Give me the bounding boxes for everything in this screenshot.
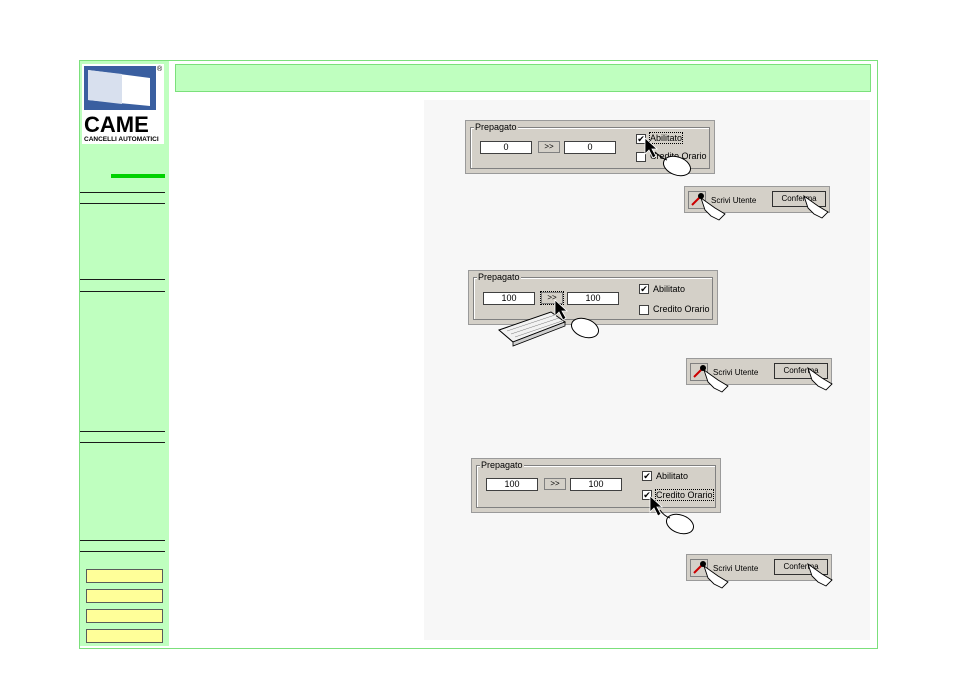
transfer-button[interactable]: >> [544, 478, 566, 490]
sidebar-divider [80, 551, 165, 552]
credito-orario-label: Credito Orario [653, 304, 710, 314]
sidebar-divider [80, 203, 165, 204]
came-logo: CAME CANCELLI AUTOMATICI ® [82, 64, 164, 144]
hand-cursor-icon [803, 194, 829, 219]
abilitato-label: Abilitato [653, 284, 686, 294]
prepagato-group [470, 127, 710, 169]
abilitato-checkbox[interactable]: ✔ [639, 284, 649, 294]
prepagato-group [473, 277, 713, 320]
abilitato-checkbox[interactable]: ✔ [642, 471, 652, 481]
pin-icon[interactable] [688, 191, 706, 209]
credit-display: 0 [564, 141, 616, 154]
sidebar-divider [80, 192, 165, 193]
abilitato-label: Abilitato [656, 471, 689, 481]
prepagato-panel-2: Prepagato 100 >> 100 ✔ Abilitato Credito… [468, 270, 718, 325]
prepagato-panel-1: Prepagato 0 >> 0 ✔ Abilitato Credito Ora… [465, 120, 715, 174]
sidebar-divider [80, 279, 165, 280]
write-user-label: Scrivi Utente [713, 564, 759, 573]
credit-display: 100 [570, 478, 622, 491]
credito-orario-label: Credito Orario [650, 151, 707, 161]
sidebar-accent-bar [111, 174, 165, 178]
sidebar-button[interactable] [86, 629, 163, 643]
hand-cursor-icon [700, 196, 726, 221]
hand-cursor-icon [703, 368, 729, 393]
hand-cursor-icon [807, 366, 833, 391]
brand-tagline: CANCELLI AUTOMATICI [84, 136, 159, 143]
credito-orario-checkbox[interactable] [636, 152, 646, 162]
mouse-cursor-icon [649, 495, 695, 535]
sidebar-button[interactable] [86, 609, 163, 623]
prepagato-panel-3: Prepagato 100 >> 100 ✔ Abilitato ✔ Credi… [471, 458, 721, 513]
keyboard-and-mouse-icon [498, 299, 600, 347]
brand-name: CAME [84, 112, 149, 137]
header-bar [175, 64, 871, 92]
group-label: Prepagato [480, 460, 524, 470]
hand-cursor-icon [703, 564, 729, 589]
sidebar [80, 61, 169, 646]
transfer-button[interactable]: >> [538, 141, 560, 153]
sidebar-divider [80, 540, 165, 541]
write-user-label: Scrivi Utente [713, 368, 759, 377]
sidebar-divider [80, 291, 165, 292]
credit-input[interactable]: 100 [483, 292, 535, 305]
registered-mark: ® [157, 65, 163, 73]
mouse-cursor-icon [644, 137, 692, 177]
sidebar-divider [80, 442, 165, 443]
prepagato-group [476, 465, 716, 508]
group-label: Prepagato [474, 122, 518, 132]
credit-input[interactable]: 0 [480, 141, 532, 154]
credit-input[interactable]: 100 [486, 478, 538, 491]
sidebar-button[interactable] [86, 569, 163, 583]
abilitato-label: Abilitato [648, 132, 684, 144]
transfer-button[interactable]: >> [540, 291, 564, 305]
credito-orario-checkbox[interactable] [639, 305, 649, 315]
write-user-label: Scrivi Utente [711, 196, 757, 205]
pin-icon[interactable] [690, 559, 708, 577]
pin-icon[interactable] [690, 363, 708, 381]
credit-display: 100 [567, 292, 619, 305]
sidebar-divider [80, 431, 165, 432]
credito-orario-checkbox[interactable]: ✔ [642, 490, 652, 500]
hand-cursor-icon [807, 562, 833, 587]
credito-orario-label: Credito Orario [655, 489, 714, 501]
sidebar-button[interactable] [86, 589, 163, 603]
group-label: Prepagato [477, 272, 521, 282]
